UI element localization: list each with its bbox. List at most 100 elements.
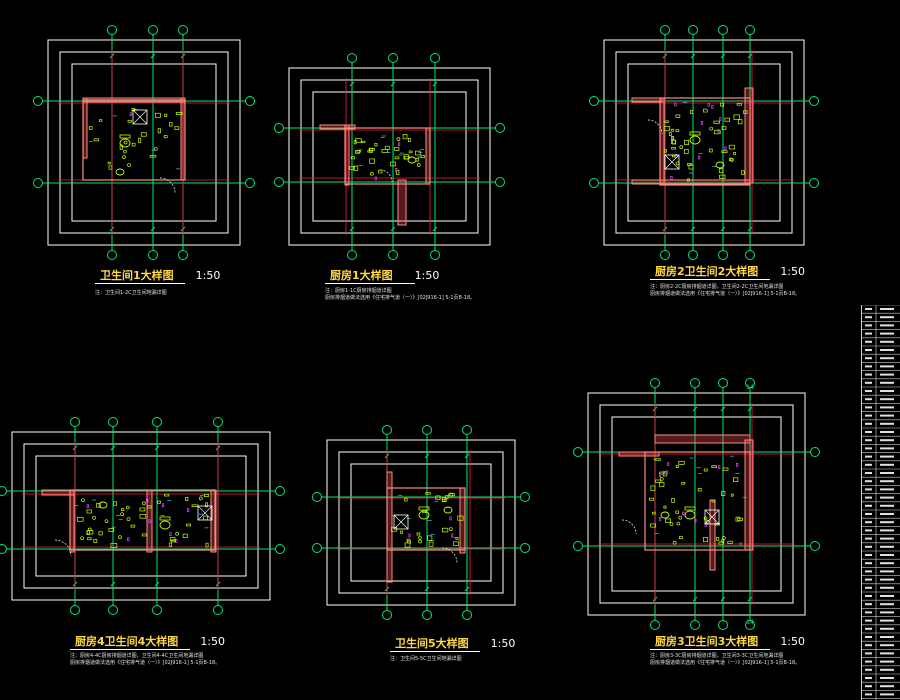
fixture-mark bbox=[404, 542, 411, 548]
axis-bubble-right bbox=[495, 123, 505, 133]
fixture-mark bbox=[93, 138, 100, 142]
schedule-cell-mark bbox=[880, 586, 894, 589]
door-swing bbox=[647, 119, 663, 135]
fixture-mark bbox=[678, 460, 685, 465]
toilet-tank bbox=[119, 134, 131, 139]
fixture-mark bbox=[441, 527, 449, 533]
fixture-mark bbox=[141, 501, 146, 506]
fixture-mark bbox=[697, 487, 702, 492]
axis-bubble-right bbox=[245, 96, 255, 106]
fixture-mark bbox=[457, 515, 464, 521]
room-outline bbox=[69, 489, 216, 551]
detail-title-3: 厨房2卫生间2大样图 1:50 bbox=[655, 263, 805, 279]
detail-title-text: 卫生间1大样图 bbox=[100, 269, 174, 282]
dimension-tick bbox=[349, 81, 355, 87]
fixture-mark bbox=[130, 524, 136, 528]
schedule-cell-mark bbox=[880, 422, 894, 425]
dimension-tick bbox=[464, 453, 470, 459]
fixture-mark bbox=[169, 122, 173, 127]
middle-frame bbox=[59, 51, 229, 234]
schedule-cell-mark bbox=[880, 431, 894, 433]
fixture-mark bbox=[428, 541, 434, 547]
schedule-cell-mark bbox=[880, 488, 894, 491]
pipe-mark bbox=[665, 470, 669, 475]
fixture-mark bbox=[139, 514, 147, 519]
schedule-cell-mark bbox=[865, 472, 872, 474]
axis-bubble-top bbox=[70, 417, 80, 427]
fixture-mark bbox=[687, 178, 691, 182]
schedule-cell-mark bbox=[880, 668, 894, 671]
fixture-mark bbox=[441, 499, 447, 503]
axis-bubble-top bbox=[745, 378, 755, 388]
fixture-mark bbox=[163, 135, 168, 139]
fixture-mark bbox=[719, 174, 726, 179]
fixture-mark bbox=[369, 158, 375, 164]
fixture-mark bbox=[720, 102, 725, 107]
axis-bubble-left bbox=[274, 177, 284, 187]
fixture-mark bbox=[171, 539, 176, 543]
fixture-mark bbox=[718, 541, 724, 545]
wall bbox=[631, 97, 663, 103]
fixture-mark bbox=[125, 505, 130, 510]
fixture-mark bbox=[141, 533, 147, 537]
toilet-icon bbox=[119, 138, 131, 148]
room-outline bbox=[82, 99, 186, 181]
axis-bubble-right bbox=[810, 447, 820, 457]
fixture-mark bbox=[448, 527, 453, 531]
axis-bubble-left bbox=[589, 96, 599, 106]
dimension-tick bbox=[720, 226, 726, 232]
fixture-mark bbox=[80, 536, 84, 541]
schedule-cell-mark bbox=[865, 324, 872, 327]
detail-scale: 1:50 bbox=[780, 265, 806, 278]
schedule-cell-mark bbox=[865, 554, 872, 556]
fixture-mark bbox=[396, 169, 400, 175]
fixture-mark bbox=[168, 542, 173, 547]
fixture-mark bbox=[684, 139, 690, 145]
wall bbox=[744, 87, 754, 184]
schedule-cell-mark bbox=[865, 365, 872, 368]
fixture-mark bbox=[99, 119, 103, 122]
schedule-cell-mark bbox=[880, 595, 894, 597]
schedule-cell-mark bbox=[880, 554, 894, 556]
schedule-cell-mark bbox=[880, 373, 894, 376]
title-underline bbox=[390, 651, 480, 652]
shower-diagonal bbox=[393, 514, 409, 530]
axis-bubble-left bbox=[33, 96, 43, 106]
fixture-mark bbox=[182, 533, 188, 538]
pipe-mark bbox=[395, 167, 398, 172]
pipe-mark bbox=[711, 104, 714, 109]
dimension-tick bbox=[110, 445, 116, 451]
fixture-mark bbox=[403, 497, 408, 502]
fixture-mark bbox=[663, 125, 670, 132]
room-outline bbox=[344, 127, 431, 185]
fixture-mark bbox=[157, 500, 161, 504]
fixture-mark bbox=[427, 535, 433, 541]
fixture-mark bbox=[119, 144, 123, 150]
detail-title-text: 厨房2卫生间2大样图 bbox=[655, 265, 759, 278]
sink-icon bbox=[98, 501, 108, 509]
wall bbox=[654, 434, 751, 444]
fixture-mark bbox=[185, 497, 189, 502]
fixture-mark bbox=[708, 148, 713, 153]
schedule-cell-mark bbox=[865, 316, 872, 319]
schedule-cell-mark bbox=[865, 562, 872, 565]
schedule-cell-mark bbox=[880, 447, 894, 450]
schedule-cell-mark bbox=[865, 504, 872, 507]
axis-bubble-top bbox=[178, 25, 188, 35]
dimension-tick bbox=[154, 445, 160, 451]
wall bbox=[180, 97, 186, 181]
axis-bubble-left bbox=[312, 543, 322, 553]
schedule-cell-mark bbox=[880, 414, 894, 417]
outer-frame bbox=[288, 67, 491, 246]
fixture-mark bbox=[147, 505, 152, 509]
fixture-mark bbox=[713, 120, 720, 124]
axis-bubble-top bbox=[745, 25, 755, 35]
axis-bubble-left bbox=[0, 544, 7, 554]
pipe-mark bbox=[129, 112, 133, 117]
dimension-tick bbox=[390, 81, 396, 87]
pipe-mark bbox=[682, 511, 685, 516]
fixture-mark bbox=[684, 149, 689, 154]
schedule-cell-mark bbox=[865, 627, 872, 630]
detail-note-5: 注：卫生间5-5C卫生间地漏详图 bbox=[390, 656, 462, 663]
fixture-mark bbox=[664, 120, 669, 123]
